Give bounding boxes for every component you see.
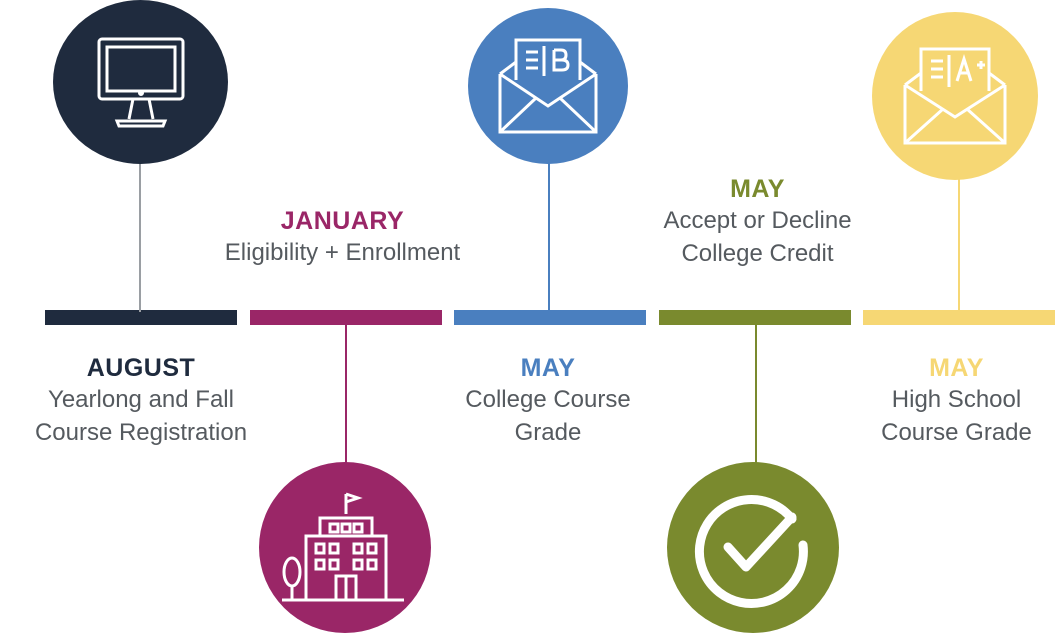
timeline-segment-august xyxy=(45,310,237,325)
milestone-may-high-school-grade-description: High School Course Grade xyxy=(881,386,1032,446)
connector-may-high-school-grade xyxy=(958,170,960,312)
connector-january xyxy=(345,324,347,466)
envelope-grade-a-plus-icon xyxy=(903,47,1007,145)
milestone-may-college-grade-description: College Course Grade xyxy=(465,386,631,446)
timeline-segment-may-accept-credit xyxy=(659,310,851,325)
milestone-may-accept-credit-label: MAY Accept or Decline College Credit xyxy=(625,174,890,270)
connector-august xyxy=(139,150,141,312)
milestone-may-high-school-grade-month: MAY xyxy=(929,354,984,382)
computer-monitor-icon xyxy=(97,37,184,128)
milestone-august-description: Yearlong and Fall Course Registration xyxy=(34,386,248,446)
milestone-may-college-grade-icon-circle xyxy=(468,8,628,164)
milestone-may-accept-credit-icon-circle xyxy=(667,462,839,633)
timeline-segment-may-college-grade xyxy=(454,310,646,325)
milestone-january-icon-circle xyxy=(259,462,431,633)
milestone-may-high-school-grade-label: MAY High School Course Grade xyxy=(858,353,1055,449)
milestone-august-month: AUGUST xyxy=(86,354,196,382)
connector-may-accept-credit xyxy=(755,324,757,466)
milestone-may-college-grade-label: MAY College Course Grade xyxy=(430,353,666,449)
school-building-icon xyxy=(282,492,404,601)
checkmark-circle-icon xyxy=(694,494,808,608)
timeline-segment-may-high-school-grade xyxy=(863,310,1055,325)
milestone-may-college-grade-month: MAY xyxy=(520,354,576,382)
timeline-segment-january xyxy=(250,310,442,325)
milestone-may-high-school-grade-icon-circle xyxy=(872,12,1038,180)
milestone-january-month: JANUARY xyxy=(280,207,405,235)
milestone-august-icon-circle xyxy=(53,0,228,164)
envelope-grade-b-icon xyxy=(498,38,598,134)
milestone-january-description: Eligibility + Enrollment xyxy=(224,239,461,266)
milestone-may-accept-credit-month: MAY xyxy=(730,175,785,203)
milestone-may-accept-credit-description: Accept or Decline College Credit xyxy=(663,207,852,267)
milestone-august-label: AUGUST Yearlong and Fall Course Registra… xyxy=(0,353,282,449)
connector-may-college-grade xyxy=(548,160,550,312)
milestone-january-label: JANUARY Eligibility + Enrollment xyxy=(180,206,505,269)
